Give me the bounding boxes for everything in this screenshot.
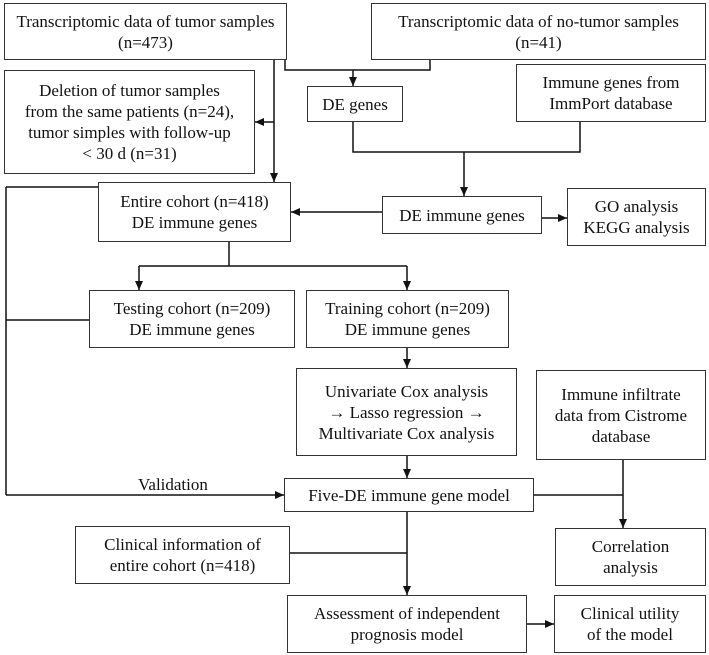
validation-label: Validation bbox=[138, 475, 208, 494]
node-text-line: ImmPort database bbox=[549, 94, 673, 113]
node-text-line: DE immune genes bbox=[131, 213, 258, 232]
node-text-line: analysis bbox=[603, 558, 658, 577]
node-text-line: prognosis model bbox=[350, 625, 464, 644]
node-tumor-data: Transcriptomic data of tumor samples(n=4… bbox=[4, 3, 287, 60]
node-text-line: database bbox=[591, 426, 651, 446]
node-text-line: Correlation bbox=[591, 537, 670, 556]
node-clinical-info: Clinical information of entire cohort (n=… bbox=[75, 526, 290, 584]
node-text-line: (n=41) bbox=[515, 32, 562, 52]
node-text-line: < 30 d (n=31) bbox=[82, 144, 177, 163]
node-text-line: from the same patients (n=24), bbox=[24, 102, 235, 121]
node-text-line: Clinical information of bbox=[104, 535, 261, 554]
node-text-line: DE immune genes bbox=[344, 320, 471, 339]
node-de-genes: DE genes bbox=[307, 86, 403, 122]
node-text-line: Testing cohort (n=209) bbox=[113, 299, 271, 318]
node-text-line: Immune genes from bbox=[542, 73, 680, 92]
node-text-line: Transcriptomic data of tumor samples bbox=[16, 11, 275, 31]
node-text-line: Transcriptomic data of no-tumor samples bbox=[398, 11, 679, 31]
node-text-line: tumor simples with follow-up bbox=[28, 123, 231, 142]
node-text-line: of the model bbox=[587, 625, 673, 644]
node-entire-cohort: Entire cohort (n=418) DE immune genes bbox=[98, 182, 291, 242]
node-text-line: DE genes bbox=[322, 94, 388, 114]
node-text-line: Assessment of independent bbox=[313, 604, 501, 623]
node-text-line: Entire cohort (n=418) bbox=[120, 192, 269, 211]
node-text-line: DE immune genes bbox=[129, 320, 255, 339]
edge-de-and-immune-merge bbox=[352, 122, 581, 153]
node-text-line: data from Cistrome bbox=[554, 405, 688, 425]
node-text-line: Deletion of tumor samples bbox=[39, 81, 220, 100]
node-text-line: entire cohort (n=418) bbox=[109, 556, 256, 575]
node-text-line: Five-DE immune gene model bbox=[308, 485, 510, 505]
node-notumor-data: Transcriptomic data of no-tumor samples(… bbox=[371, 3, 706, 60]
node-text-line: DE immune genes bbox=[399, 205, 525, 225]
node-de-immune-genes: DE immune genes bbox=[382, 196, 542, 234]
node-text-line: (n=473) bbox=[118, 32, 173, 52]
node-text-line: GO analysis bbox=[594, 197, 679, 216]
node-deletion: Deletion of tumor samples from the same p… bbox=[4, 70, 255, 174]
node-text-line: Immune infiltrate bbox=[561, 384, 681, 404]
edge-sources-to-de-genes bbox=[284, 59, 431, 71]
node-five-gene-model: Five-DE immune gene model bbox=[284, 478, 534, 512]
node-assessment: Assessment of independent prognosis model bbox=[287, 595, 527, 653]
node-training-cohort: Training cohort (n=209) DE immune genes bbox=[306, 290, 509, 348]
node-text-line: KEGG analysis bbox=[583, 218, 690, 237]
node-correlation: Correlation analysis bbox=[555, 528, 706, 586]
node-text-line: Clinical utility bbox=[580, 604, 680, 623]
node-testing-cohort: Testing cohort (n=209) DE immune genes bbox=[89, 290, 295, 348]
node-text-line: Univariate Cox analysis bbox=[324, 381, 489, 401]
node-text-line: → Lasso regression → bbox=[328, 402, 485, 422]
node-text-line: Multivariate Cox analysis bbox=[318, 423, 495, 443]
node-text-line: Training cohort (n=209) bbox=[325, 299, 490, 318]
node-cox-analysis: Univariate Cox analysis→ Lasso regressio… bbox=[296, 368, 517, 456]
node-clinical-utility: Clinical utility of the model bbox=[554, 595, 706, 653]
